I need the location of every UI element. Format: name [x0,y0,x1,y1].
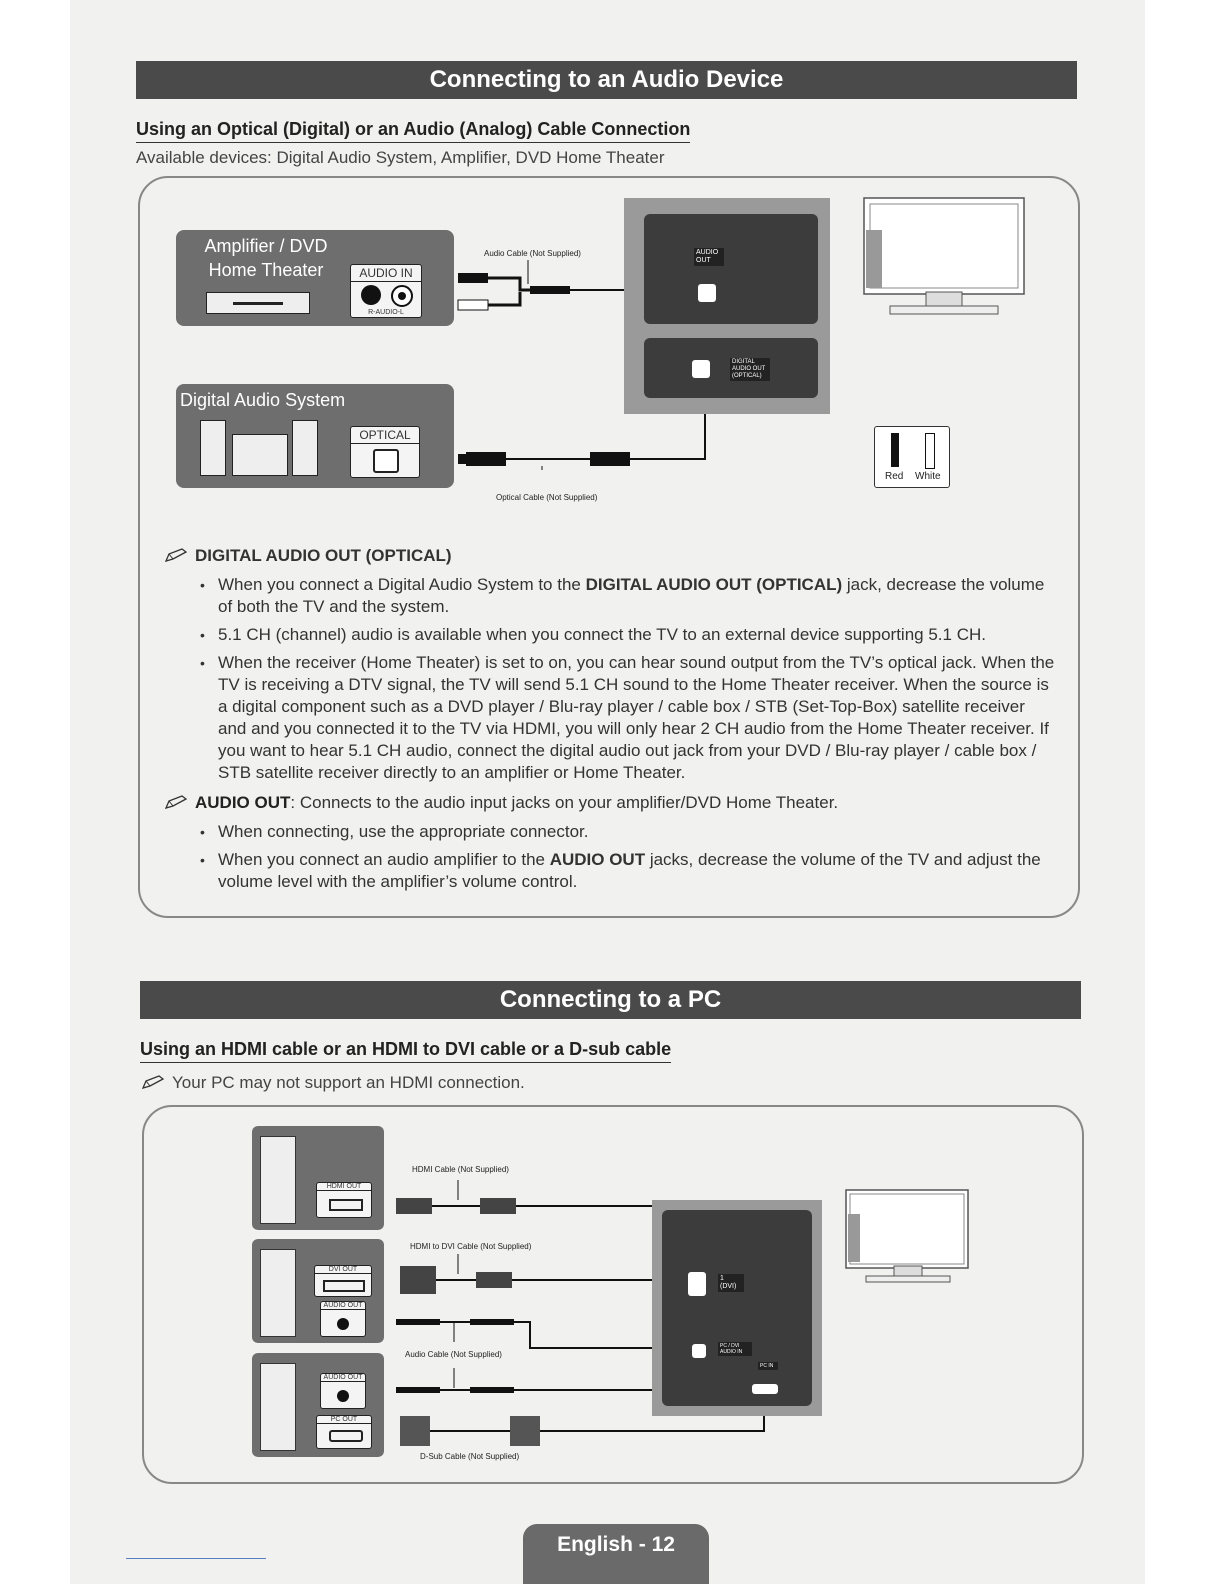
red-plug-icon [891,433,899,467]
audio-jack-icon [337,1390,349,1402]
note1-title: DIGITAL AUDIO OUT (OPTICAL) [195,546,452,565]
dvi-out-label: DVI OUT [315,1266,371,1274]
speaker-left-icon [200,420,226,476]
audio-cables-diagram [457,260,712,470]
hdmi-port-icon [329,1199,363,1211]
stereo-unit-icon [232,434,288,476]
tv-audio-out-jack [698,284,716,302]
audio-out-panel: AUDIO OUT [320,1301,366,1337]
dsub-cable-label: D-Sub Cable (Not Supplied) [420,1452,520,1461]
tv-digital-out-label: DIGITAL AUDIO OUT (OPTICAL) [730,358,770,381]
plug-color-legend: Red White [874,426,950,488]
tv-optical-jack [692,360,710,378]
audio-out-label: AUDIO OUT [321,1302,365,1310]
tv-input-area: 1 (DVI) PC / DVI AUDIO IN PC IN [662,1210,812,1406]
pencil-note-icon [165,548,187,562]
tv-hdmi-label: 1 (DVI) [718,1274,744,1292]
pencil-note-icon [165,795,187,809]
tv-rear-panel-pc: 1 (DVI) PC / DVI AUDIO IN PC IN [652,1200,822,1416]
audio-in-label: AUDIO IN [351,265,421,282]
tv-optical-area: DIGITAL AUDIO OUT (OPTICAL) [644,338,818,398]
digital-audio-system-device: Digital Audio System OPTICAL [176,384,454,488]
section-banner-audio: Connecting to an Audio Device [136,61,1077,99]
section-banner-pc: Connecting to a PC [140,981,1081,1019]
footer-rule [126,1558,266,1559]
audio-out-label-2: AUDIO OUT [321,1374,365,1382]
white-jack-icon [391,285,413,307]
available-devices: Available devices: Digital Audio System,… [136,148,665,167]
audio-cable-pc-label: Audio Cable (Not Supplied) [405,1350,502,1359]
legend-white-label: White [915,471,941,482]
vga-port-icon [329,1430,363,1442]
pc-dsub: AUDIO OUT PC OUT [252,1353,384,1457]
section-subtitle: Using an Optical (Digital) or an Audio (… [136,119,691,143]
tv-hdmi-port [688,1272,706,1296]
note2-text: : Connects to the audio input jacks on y… [290,793,839,812]
hdmi-dvi-cable-label: HDMI to DVI Cable (Not Supplied) [410,1242,532,1251]
hdmi-dvi-cable [400,1254,686,1294]
pc-out-label: PC OUT [317,1416,371,1424]
audio-jack-icon [337,1318,349,1330]
pc-out-panel: PC OUT [316,1415,372,1449]
dvd-player-icon [206,292,310,314]
note2-title: AUDIO OUT [195,793,291,812]
audio-cable-label: Audio Cable (Not Supplied) [484,249,581,258]
tv-pcin-label: PC IN [758,1362,778,1370]
tv-rear-panel: AUDIO OUT DIGITAL AUDIO OUT (OPTICAL) [624,198,830,414]
dvi-out-panel: DVI OUT [314,1265,372,1297]
bullet-item: When you connect an audio amplifier to t… [200,849,1055,893]
legend-red-label: Red [885,471,904,482]
r-audio-l-label: R-AUDIO-L [368,309,404,316]
note-digital-audio-out: DIGITAL AUDIO OUT (OPTICAL) [165,546,452,566]
page-number-tab: English - 12 [523,1524,709,1584]
bullet-item: When you connect a Digital Audio System … [200,574,1055,618]
optical-cable-label: Optical Cable (Not Supplied) [496,493,598,502]
tv-pcdvi-label: PC / DVI AUDIO IN [718,1342,752,1356]
speaker-right-icon [292,420,318,476]
pc-tower-icon [260,1363,296,1451]
audio-in-panel: AUDIO IN R-AUDIO-L [350,264,422,318]
note2-bullets: When connecting, use the appropriate con… [200,821,1055,899]
audio-diagram-frame [138,176,1080,918]
tv-audio-in-port [692,1344,706,1358]
optical-panel: OPTICAL [350,426,420,478]
pc-tower-icon [260,1136,296,1224]
red-jack-icon [361,285,381,305]
tv-audio-out-area: AUDIO OUT [644,214,818,324]
pc-hdmi: HDMI OUT [252,1126,384,1230]
hdmi-out-label: HDMI OUT [317,1183,371,1191]
note-audio-out: AUDIO OUT: Connects to the audio input j… [165,793,838,813]
white-plug-icon [925,433,935,469]
bullet-item: When the receiver (Home Theater) is set … [200,652,1055,784]
optical-label: OPTICAL [351,427,419,444]
pencil-note-icon [142,1075,164,1089]
tv-vga-port [752,1384,778,1394]
tv-audio-out-label: AUDIO OUT [694,248,724,266]
bullet-item: 5.1 CH (channel) audio is available when… [200,624,1055,646]
pc-diagram-frame [142,1105,1084,1484]
pc-tower-icon [260,1249,296,1337]
pc-note: Your PC may not support an HDMI connecti… [142,1073,525,1093]
hdmi-cable-label: HDMI Cable (Not Supplied) [412,1165,509,1174]
dvi-port-icon [323,1280,365,1292]
note1-bullets: When you connect a Digital Audio System … [200,574,1055,790]
optical-jack-icon [373,449,399,473]
tv-rear-icon-pc [845,1189,969,1283]
pc-section-subtitle: Using an HDMI cable or an HDMI to DVI ca… [140,1039,672,1063]
tv-rear-icon [863,197,1025,315]
bullet-item: When connecting, use the appropriate con… [200,821,1055,843]
digital-audio-system-title: Digital Audio System [180,390,346,410]
optical-cable [458,388,712,470]
amplifier-device: Amplifier / DVD Home Theater AUDIO IN R-… [176,230,454,326]
pc-note-text: Your PC may not support an HDMI connecti… [172,1073,525,1092]
amplifier-title: Amplifier / DVD Home Theater [204,236,328,280]
pc-dvi: DVI OUT AUDIO OUT [252,1239,384,1343]
hdmi-out-panel: HDMI OUT [316,1182,372,1218]
audio-out-panel-2: AUDIO OUT [320,1373,366,1409]
